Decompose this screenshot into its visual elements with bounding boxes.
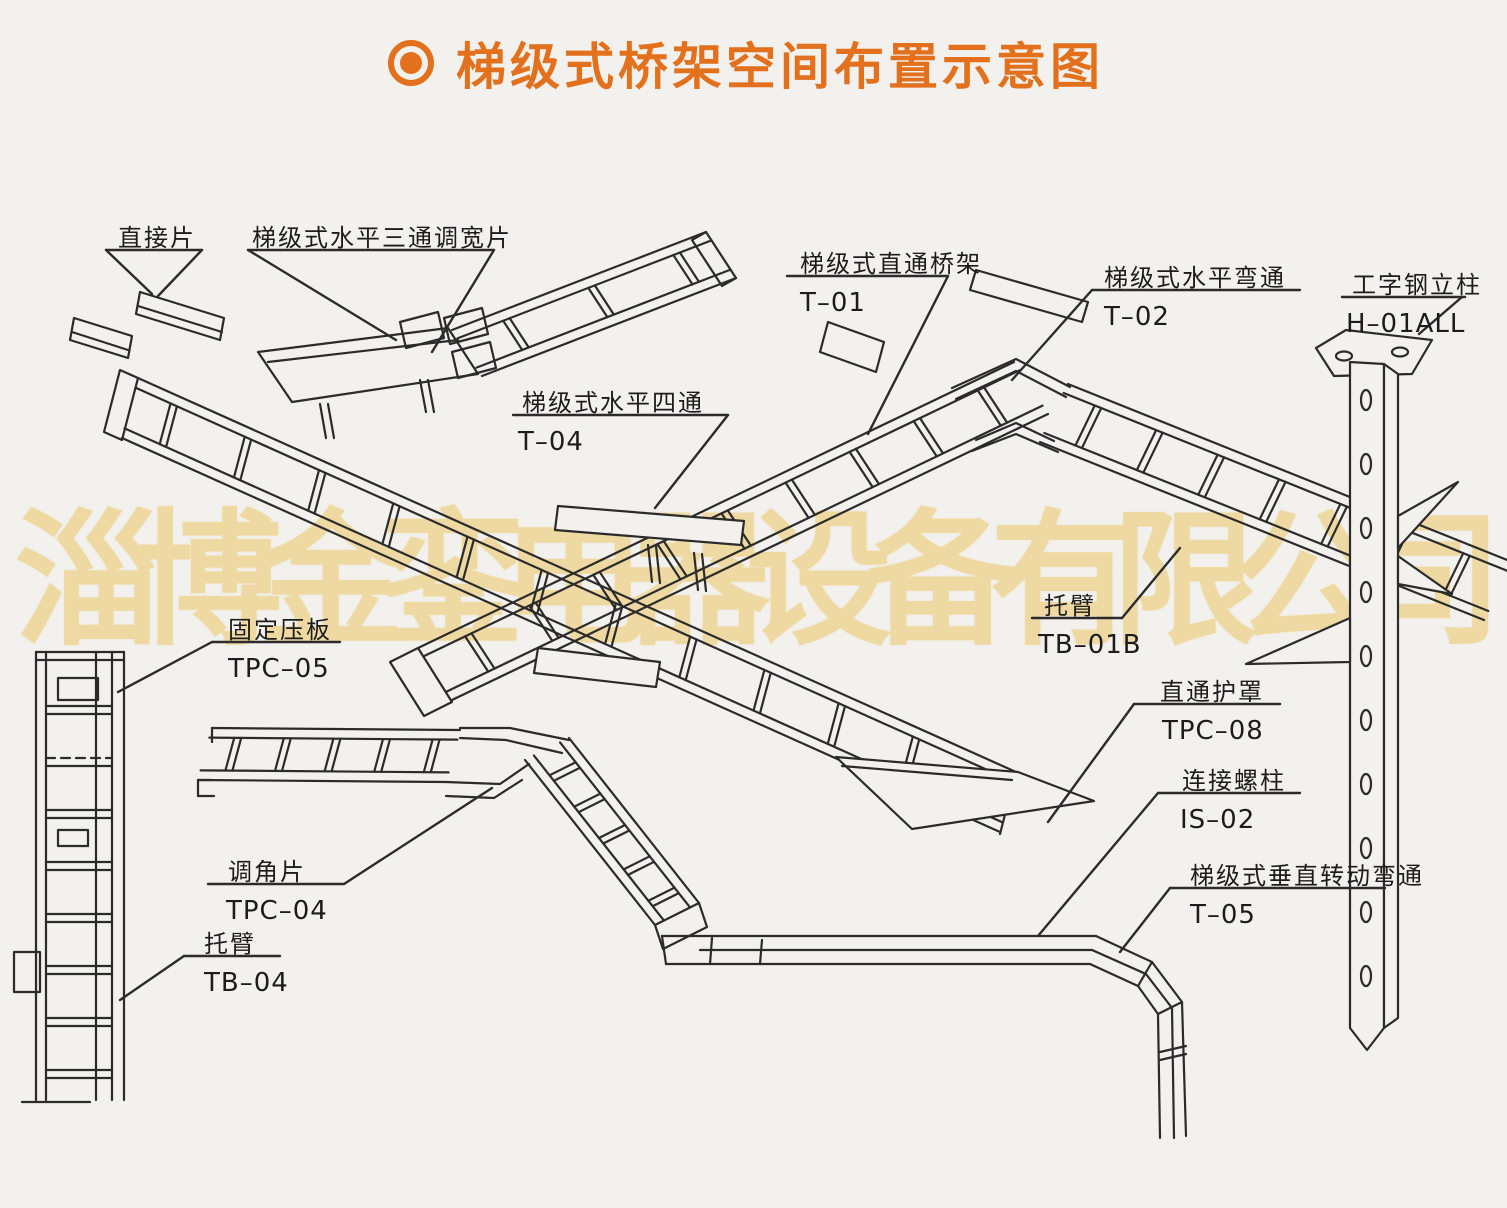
callout-code: IS–02	[1180, 805, 1256, 835]
callout-connector-plate: 直接片	[118, 218, 196, 253]
callout-bracket-arm-tb04: 托臂 TB–04	[204, 924, 289, 998]
callout-angle-adjust-plate: 调角片 TPC–04	[226, 852, 328, 926]
callout-straight-tray: 梯级式直通桥架 T–01	[800, 244, 982, 318]
callout-code: TPC–05	[228, 654, 330, 684]
callout-name: 梯级式水平三通调宽片	[252, 224, 512, 252]
callout-horizontal-bend: 梯级式水平弯通 T–02	[1104, 258, 1286, 332]
company-watermark: 淄博金銮电器设备有限公司	[14, 495, 1502, 666]
callout-straight-cover: 直通护罩 TPC–08	[1160, 672, 1264, 746]
callout-vertical-rotating-bend: 梯级式垂直转动弯通 T–05	[1190, 856, 1424, 930]
callout-i-beam-column: 工字钢立柱 H–01ALL	[1346, 265, 1482, 339]
callout-name: 托臂	[204, 930, 256, 958]
callout-code: T–01	[800, 288, 866, 318]
callout-name: 梯级式水平四通	[522, 389, 704, 417]
callout-name: 固定压板	[228, 616, 332, 644]
callout-code: TPC–04	[226, 896, 328, 926]
callout-code: T–05	[1190, 900, 1256, 930]
callout-code: H–01ALL	[1346, 309, 1466, 339]
page-title-text: 梯级式桥架空间布置示意图	[456, 38, 1104, 96]
callout-name: 托臂	[1044, 592, 1096, 620]
callout-code: TB–01B	[1038, 630, 1142, 660]
callout-code: TB–04	[204, 968, 289, 998]
callout-code: T–02	[1104, 302, 1170, 332]
callout-name: 工字钢立柱	[1352, 271, 1482, 299]
callout-code: TPC–08	[1162, 716, 1264, 746]
callout-name: 梯级式直通桥架	[800, 250, 982, 278]
callout-name: 直接片	[118, 224, 196, 252]
callout-fixing-clamp: 固定压板 TPC–05	[228, 610, 332, 684]
callout-name: 梯级式水平弯通	[1104, 264, 1286, 292]
callout-four-way-cross: 梯级式水平四通 T–04	[518, 383, 704, 457]
callout-width-adjust-plate: 梯级式水平三通调宽片	[252, 218, 512, 253]
callout-name: 梯级式垂直转动弯通	[1190, 862, 1424, 890]
callout-bracket-arm-tb01b: 托臂 TB–01B	[1038, 586, 1142, 660]
callout-name: 直通护罩	[1160, 678, 1264, 706]
callout-code: T–04	[518, 427, 584, 457]
callout-name: 调角片	[228, 858, 306, 886]
bullseye-icon	[388, 40, 434, 86]
callout-connecting-stud: 连接螺柱 IS–02	[1180, 761, 1286, 835]
callout-name: 连接螺柱	[1182, 767, 1286, 795]
page-title: 梯级式桥架空间布置示意图	[388, 28, 1104, 98]
